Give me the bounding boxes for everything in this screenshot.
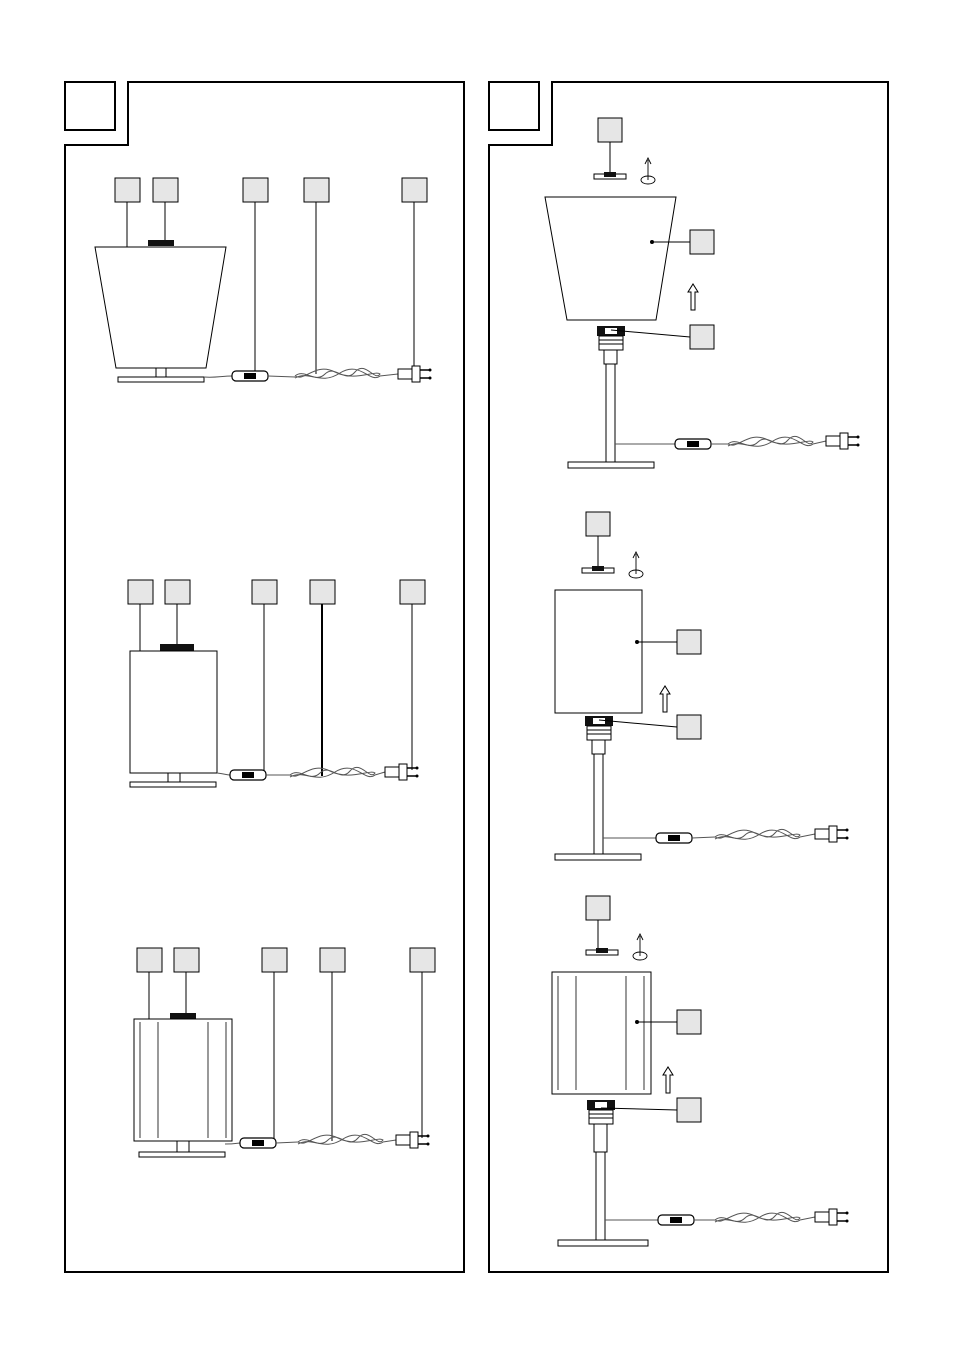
callout-box [173, 947, 200, 973]
panel-right [488, 81, 889, 1273]
shade-trapezoid [544, 196, 677, 321]
callout-box [114, 177, 141, 203]
callout-box [136, 947, 163, 973]
shade-trapezoid [94, 246, 227, 369]
panel-right-corner-box [488, 81, 540, 131]
panel-right-frame [488, 81, 889, 1273]
callout-box [689, 229, 715, 255]
shade-rectangle [129, 650, 218, 774]
callout-box [261, 947, 288, 973]
callout-box [127, 579, 154, 605]
callout-box [676, 714, 702, 740]
shade-rectangle [554, 589, 643, 714]
callout-box [585, 895, 611, 921]
lamp-exploded-3 [551, 895, 850, 1247]
lamp-base [138, 1151, 226, 1158]
lamp-assembled-1 [94, 177, 433, 383]
callout-box [251, 579, 278, 605]
callout-box [319, 947, 346, 973]
callout-box [676, 1009, 702, 1035]
lamp-stem [593, 1123, 608, 1153]
panel-left [64, 81, 465, 1273]
callout-box [597, 117, 623, 143]
lamp-assembled-3 [133, 947, 436, 1158]
lamp-stem [605, 363, 616, 463]
lamp-base [129, 781, 217, 788]
lamp-base [117, 376, 205, 383]
callout-box [152, 177, 179, 203]
lamp-exploded-2 [554, 511, 850, 861]
lamp-stem [603, 349, 618, 365]
shade-panelled [551, 971, 652, 1095]
lamp-stem [591, 739, 606, 755]
lamp-assembled-2 [127, 579, 426, 788]
callout-box [164, 579, 191, 605]
callout-box [409, 947, 436, 973]
callout-box [309, 579, 336, 605]
callout-box [399, 579, 426, 605]
panel-left-corner-box [64, 81, 116, 131]
lamp-base [567, 461, 655, 469]
callout-box [242, 177, 269, 203]
callout-box [689, 324, 715, 350]
lamp-exploded-1 [544, 117, 861, 469]
shade-panelled [133, 1018, 233, 1142]
lamp-base [554, 853, 642, 861]
lamp-base [557, 1239, 649, 1247]
callout-box [585, 511, 611, 537]
lamp-stem [595, 1151, 606, 1241]
callout-box [401, 177, 428, 203]
lamp-stem [593, 753, 604, 855]
callout-box [676, 1097, 702, 1123]
callout-box [676, 629, 702, 655]
callout-box [303, 177, 330, 203]
